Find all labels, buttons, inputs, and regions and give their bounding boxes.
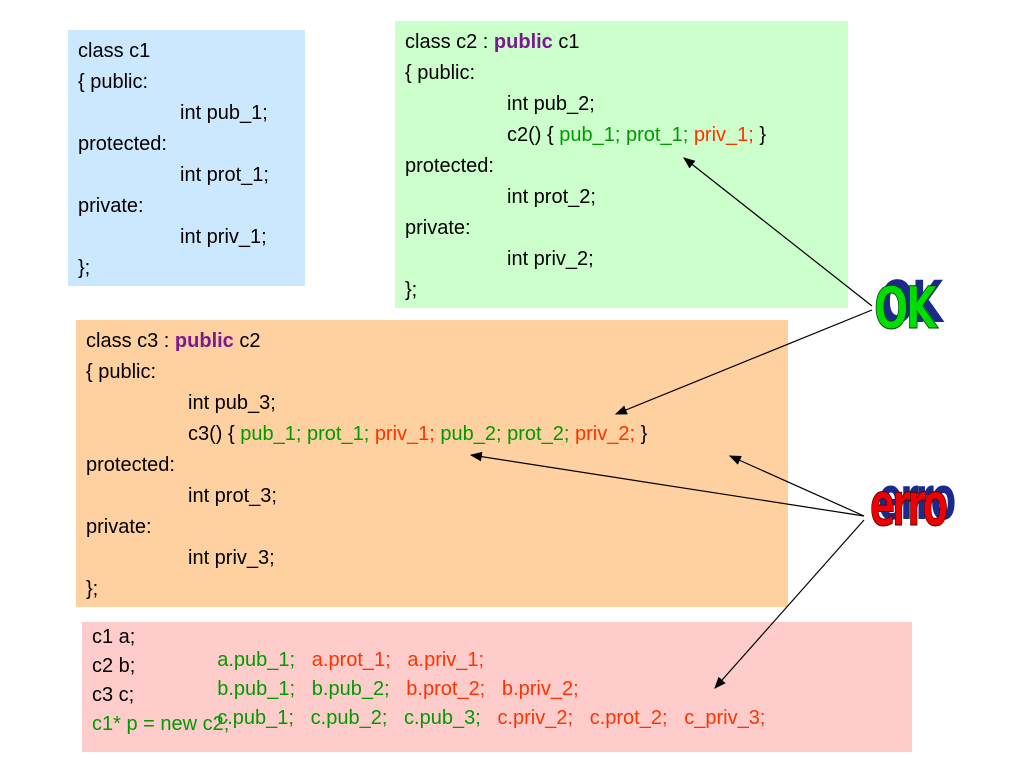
c2-header-base: c1: [552, 31, 580, 53]
erro-stamp-shadow: erro: [878, 464, 956, 534]
access-ok: a.pub_1;: [217, 649, 296, 671]
class-c1-box: class c1 { public: int pub_1; protected:…: [68, 30, 305, 286]
c3-line: int prot_3;: [188, 485, 277, 507]
c2-header-text: class c2 :: [405, 31, 494, 53]
c1-line: };: [78, 257, 91, 279]
access-ok: c.pub_3;: [404, 707, 481, 729]
c2-line: { public:: [405, 62, 476, 84]
ctor-close: }: [759, 124, 767, 146]
public-keyword: public: [174, 330, 234, 352]
row-c-items: c.pub_1; c.pub_2; c.pub_3; c.priv_2; c.p…: [195, 684, 765, 753]
public-keyword: public: [493, 31, 553, 53]
access-error: a.prot_1;: [311, 649, 391, 671]
row-a-items: a.pub_1; a.prot_1; a.priv_1;: [195, 626, 484, 695]
error-arrow-usage: [714, 519, 865, 689]
c3-line: int pub_3;: [188, 392, 276, 414]
ok-stamp-shadow: OK: [880, 268, 943, 336]
c2-line: int prot_2;: [507, 186, 596, 208]
access-ok: pub_1;: [240, 423, 302, 445]
c2-constructor: c2() { pub_1; prot_1; priv_1; }: [507, 120, 766, 151]
access-ok: b.pub_2;: [311, 678, 390, 700]
access-ok: prot_2;: [507, 423, 570, 445]
c2-line: private:: [405, 217, 471, 239]
access-ok: prot_1;: [625, 124, 689, 146]
pointer-decl: c1* p = new c2;: [92, 713, 230, 735]
error-arrow-priv1: [469, 451, 865, 517]
erro-stamp: erro erro: [870, 464, 990, 558]
access-ok: pub_1;: [559, 124, 621, 146]
c1-line: int pub_1;: [180, 102, 268, 124]
usage-box: c1 a; c2 b; c3 c; c1* p = new c2; a.pub_…: [82, 622, 912, 752]
access-error: c.priv_2;: [497, 707, 574, 729]
ok-stamp: OK OK: [874, 268, 944, 352]
ctor-close: }: [640, 423, 648, 445]
access-error: a.priv_1;: [407, 649, 485, 671]
access-error: b.priv_2;: [501, 678, 579, 700]
c3-line: protected:: [86, 454, 175, 476]
error-arrow-priv2: [728, 455, 865, 517]
access-ok: pub_2;: [440, 423, 502, 445]
c2-line: int priv_2;: [507, 248, 594, 270]
ctor-open: c3() {: [188, 423, 241, 445]
ctor-open: c2() {: [507, 124, 560, 146]
c2-header: class c2 : public c1: [405, 27, 580, 58]
access-error: priv_1;: [693, 124, 754, 146]
c2-line: protected:: [405, 155, 494, 177]
c1-line: int prot_1;: [180, 164, 269, 186]
access-error: priv_2;: [574, 423, 635, 445]
c1-line: { public:: [78, 71, 149, 93]
c2-line: };: [405, 279, 418, 301]
row-b-items: b.pub_1; b.pub_2; b.prot_2; b.priv_2;: [195, 655, 579, 724]
class-c2-box: class c2 : public c1 { public: int pub_2…: [395, 21, 848, 308]
access-error: c_priv_3;: [684, 707, 766, 729]
access-ok: b.pub_1;: [217, 678, 296, 700]
c1-line: class c1: [78, 40, 151, 62]
access-error: priv_1;: [374, 423, 435, 445]
erro-stamp-text: erro: [870, 470, 949, 541]
access-ok: c.pub_1;: [217, 707, 294, 729]
c3-header: class c3 : public c2: [86, 326, 261, 357]
c3-line: private:: [86, 516, 152, 538]
c1-line: protected:: [78, 133, 167, 155]
c2-line: int pub_2;: [507, 93, 595, 115]
ok-arrow-c3: [614, 309, 873, 415]
access-ok: prot_1;: [306, 423, 370, 445]
c1-line: int priv_1;: [180, 226, 267, 248]
decl-b: c2 b;: [92, 655, 136, 677]
c3-line: { public:: [86, 361, 157, 383]
decl-a: c1 a;: [92, 626, 136, 648]
c1-line: private:: [78, 195, 144, 217]
access-error: c.prot_2;: [589, 707, 668, 729]
access-error: b.prot_2;: [406, 678, 486, 700]
access-ok: c.pub_2;: [310, 707, 388, 729]
c3-header-base: c2: [233, 330, 261, 352]
class-c3-box: class c3 : public c2 { public: int pub_3…: [76, 320, 788, 607]
c3-constructor: c3() { pub_1; prot_1; priv_1; pub_2; pro…: [188, 419, 647, 450]
c3-header-text: class c3 :: [86, 330, 175, 352]
ok-stamp-text: OK: [874, 274, 938, 343]
ok-arrow-c2: [683, 157, 873, 307]
decl-c: c3 c;: [92, 684, 135, 706]
c3-line: int priv_3;: [188, 547, 275, 569]
c3-line: };: [86, 578, 99, 600]
